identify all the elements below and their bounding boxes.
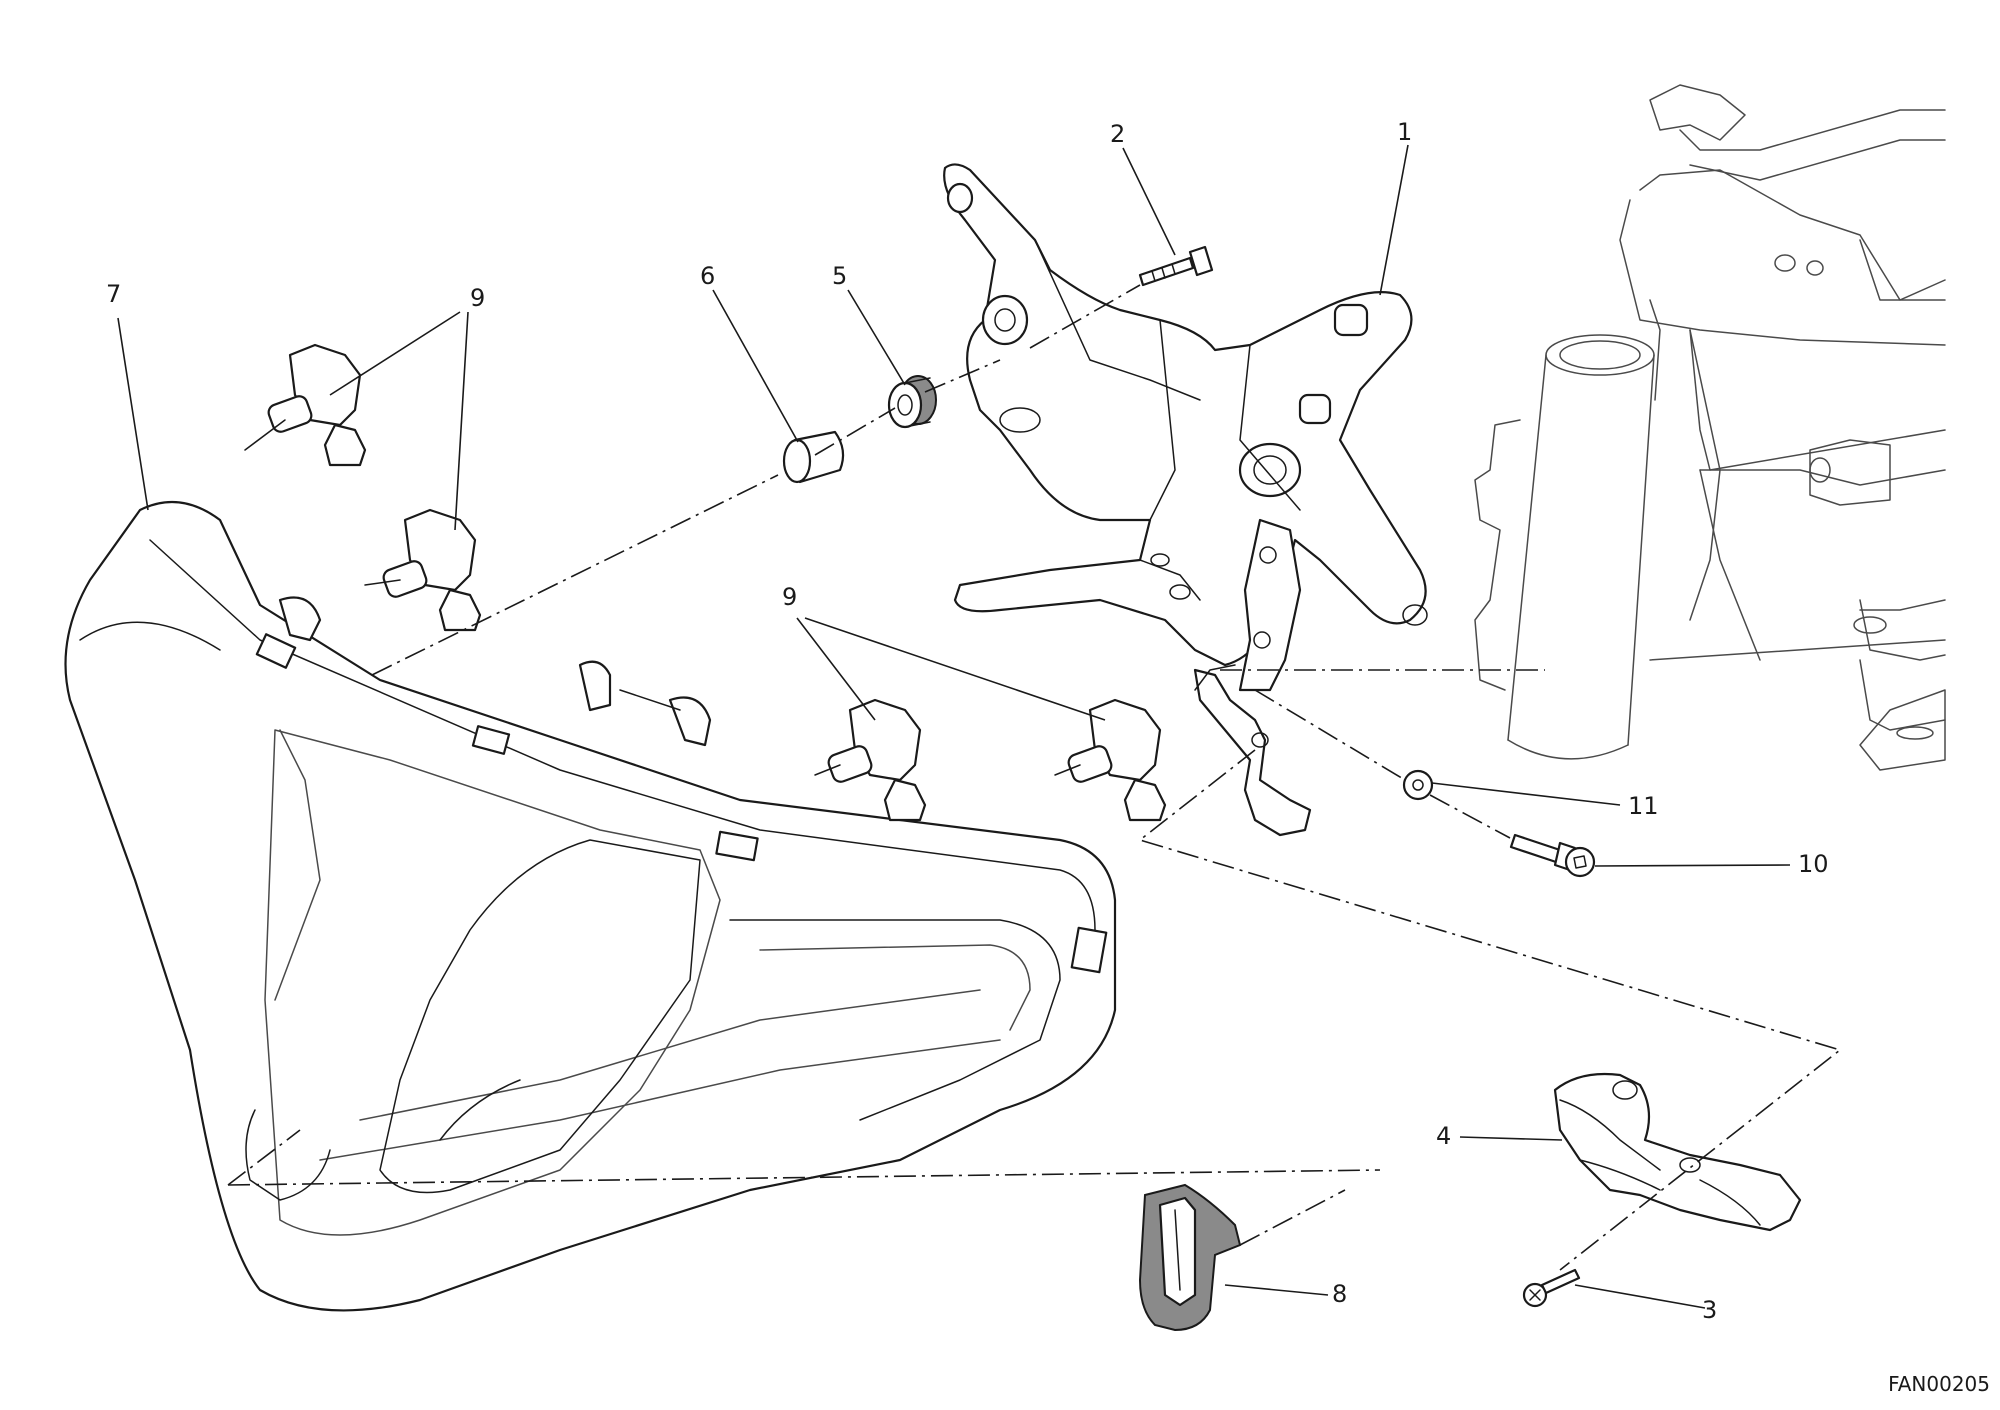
spacer [782,430,845,484]
screw [1509,833,1596,878]
leader-lines [117,144,1791,1309]
bulb [244,343,367,467]
headlight-assembly [64,500,1117,1312]
assembly-lines [227,284,1842,1271]
callout-2: 2 [1110,120,1125,148]
callout-6: 6 [700,262,715,290]
callout-3: 3 [1702,1296,1717,1324]
cable-guide [1553,1072,1802,1232]
bulb [1054,698,1167,822]
callout-10: 10 [1798,850,1829,878]
rubber-cap [1138,1183,1242,1332]
rubber-grommet [887,375,937,429]
callout-9-lower: 9 [782,583,797,611]
screw [1138,245,1214,287]
screw [1522,1268,1581,1308]
bulb [364,508,482,632]
callout-8: 8 [1332,1280,1347,1308]
bulb [814,698,927,822]
headlight-bracket [943,163,1428,837]
callout-1: 1 [1397,118,1412,146]
callout-labels: 1 2 3 4 5 6 7 8 9 9 10 11 [106,118,1829,1324]
callout-9-upper: 9 [470,284,485,312]
drawing-code: FAN00205 [1888,1372,1990,1396]
frame [1474,84,1946,771]
callout-7: 7 [106,280,121,308]
callout-4: 4 [1436,1122,1451,1150]
callout-5: 5 [832,262,847,290]
callout-11: 11 [1628,792,1659,820]
washer [1402,769,1434,801]
